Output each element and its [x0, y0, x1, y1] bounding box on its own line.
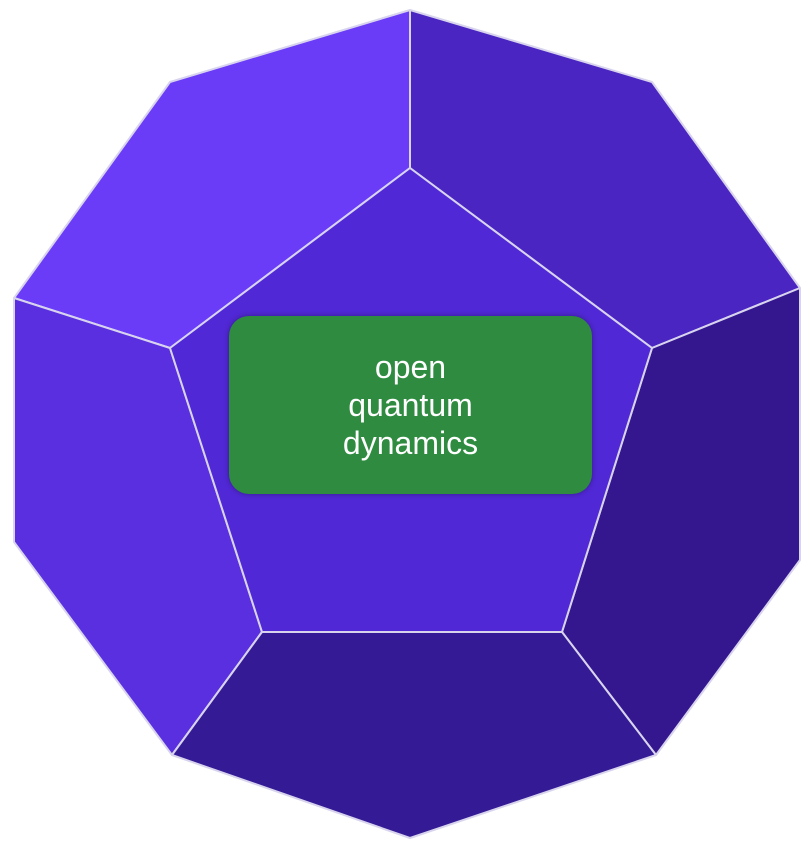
label-box: open quantum dynamics [229, 316, 592, 494]
label-line-2: quantum [348, 387, 473, 423]
label-line-1: open [374, 349, 447, 385]
label-text: open quantum dynamics [343, 348, 478, 462]
face-bottom [171, 631, 657, 839]
label-line-3: dynamics [342, 425, 479, 461]
